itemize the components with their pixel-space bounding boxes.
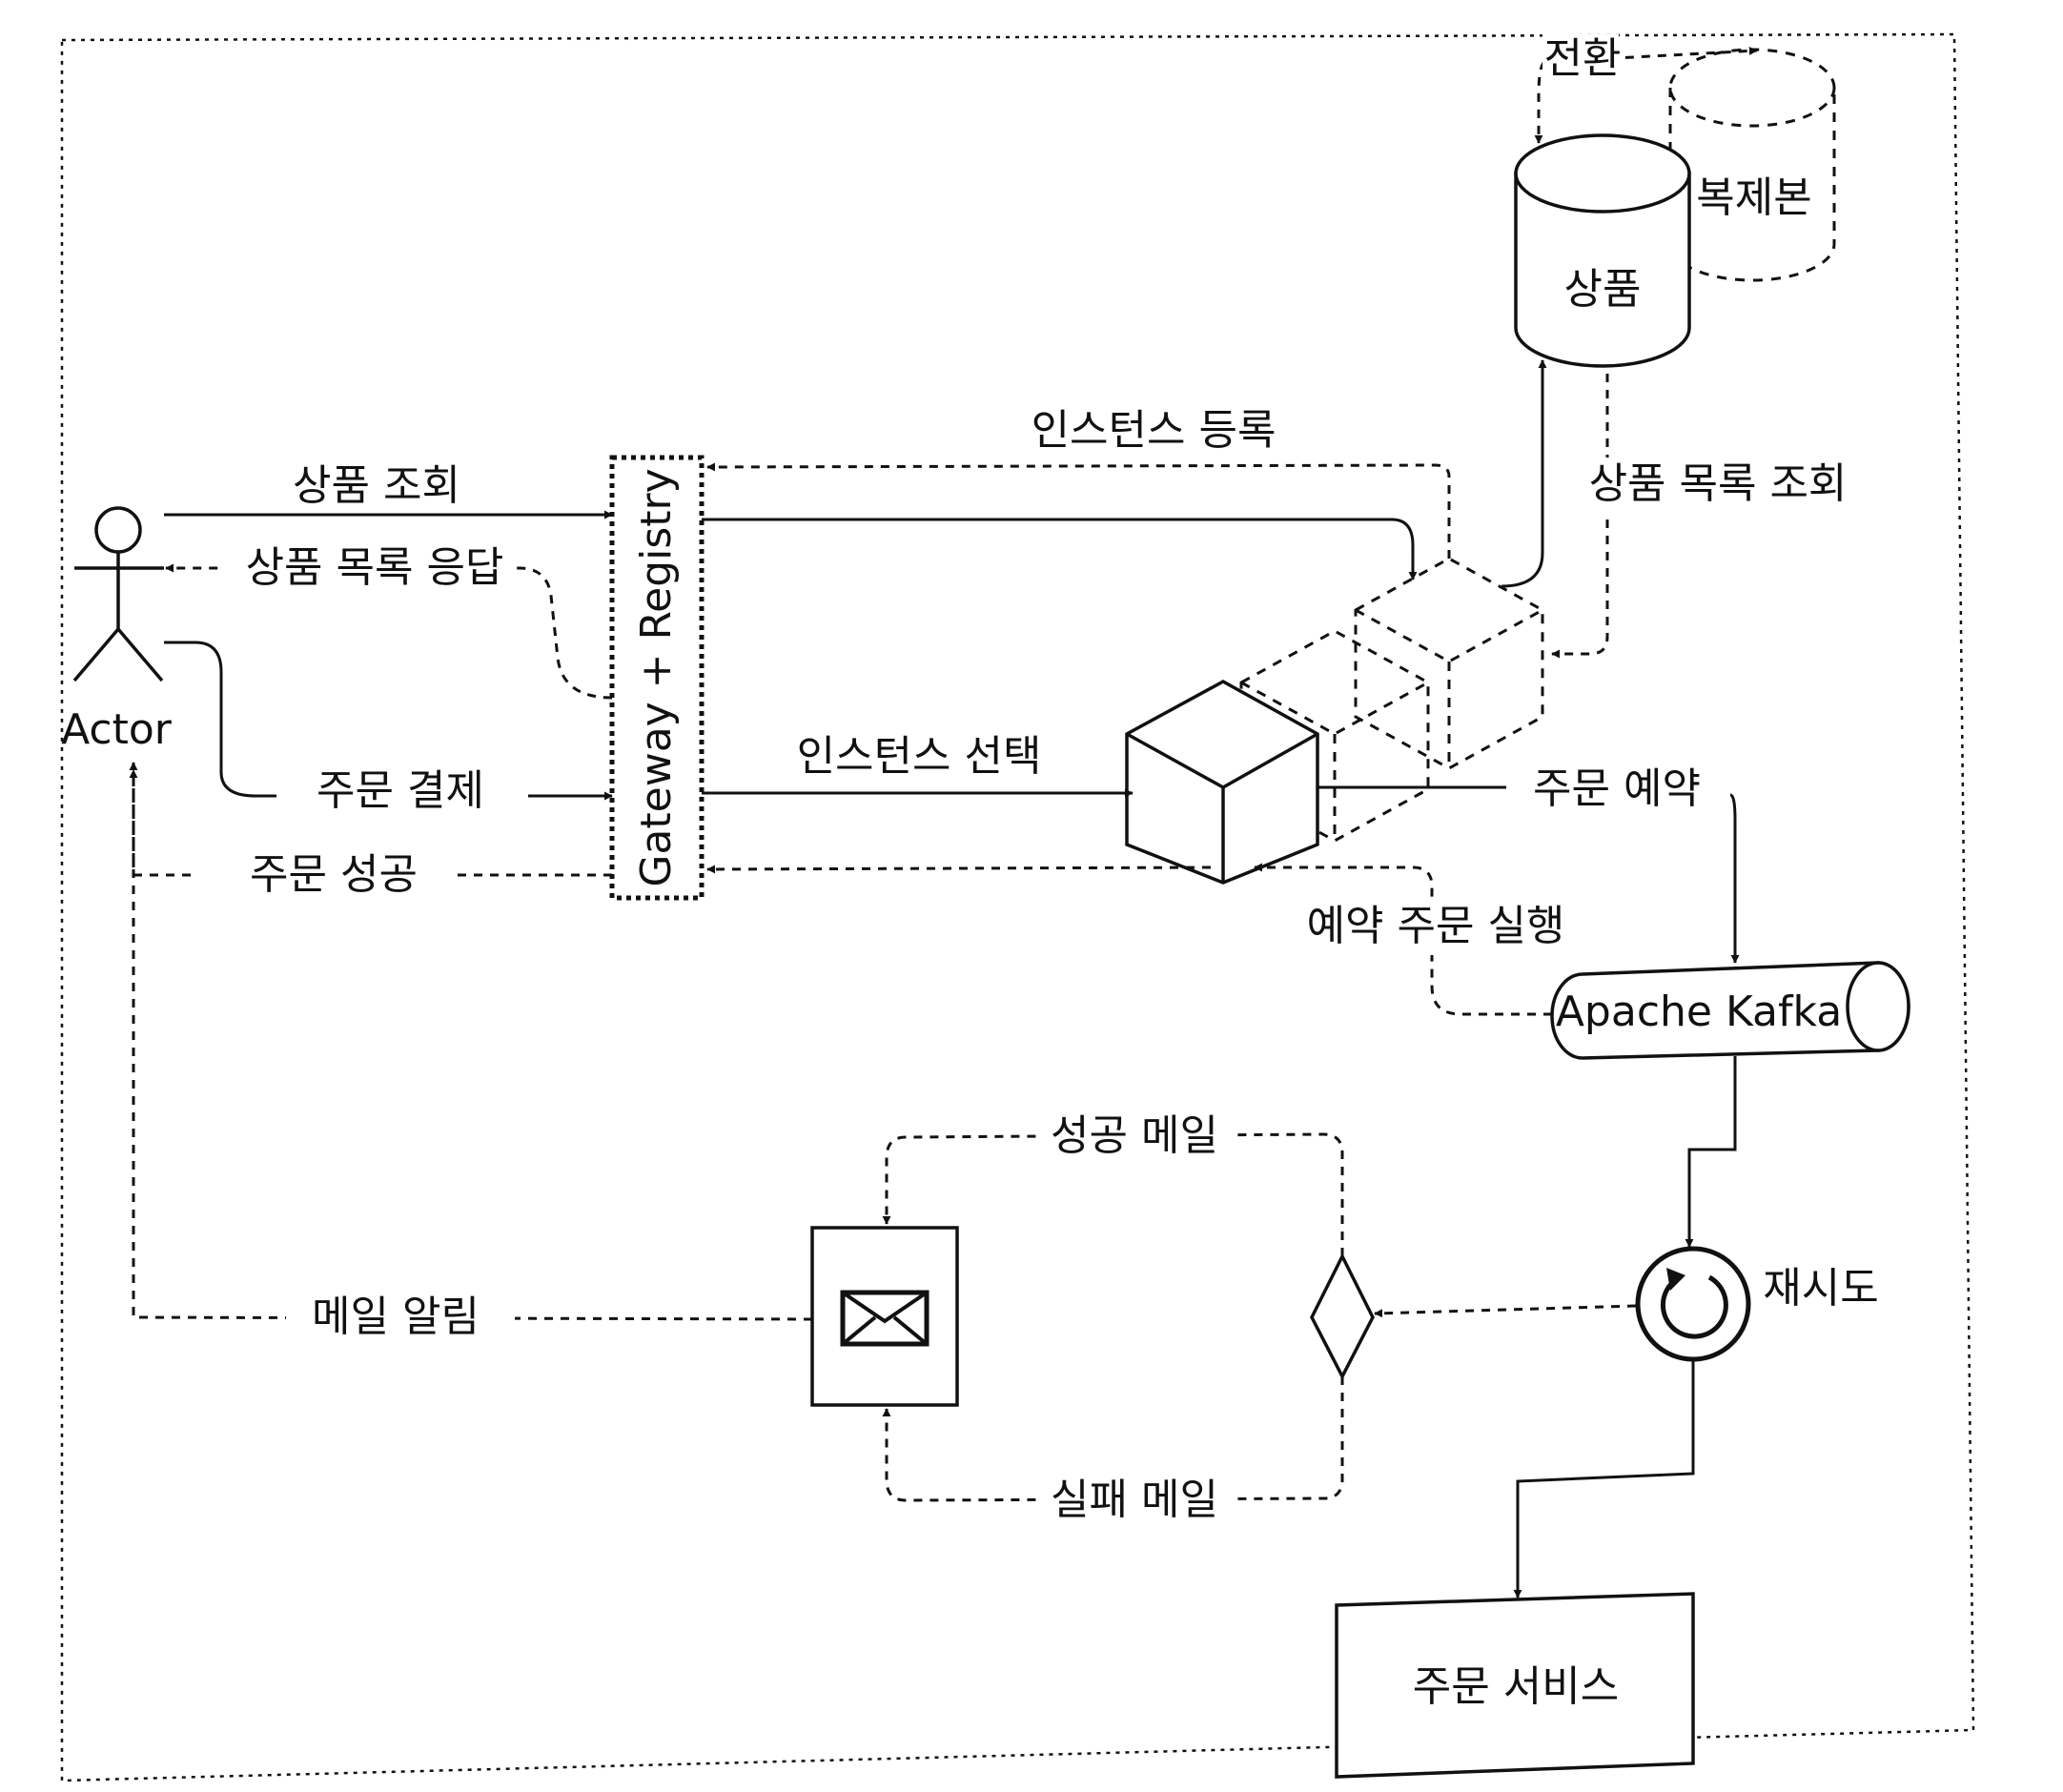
order-payment-label: 주문 결제 [317, 766, 484, 815]
order-reserve-label: 주문 예약 [1533, 764, 1701, 813]
order-service[interactable]: 주문 서비스 [1335, 1592, 1695, 1779]
edge-order-reserve [1317, 785, 1735, 963]
mail-notify-label: 메일 알림 [312, 1293, 480, 1341]
order-success-label: 주문 성공 [250, 850, 418, 899]
fail-mail-label: 실패 메일 [1051, 1476, 1218, 1524]
edge-order-payment [164, 641, 613, 801]
order-service-label: 주문 서비스 [1413, 1662, 1619, 1711]
product-query-label: 상품 조회 [293, 461, 460, 510]
gateway-registry[interactable]: Gateway + Registry [609, 455, 705, 901]
kafka-label: Apache Kafka [1556, 988, 1842, 1036]
edge-retry-to-order-service [1513, 1361, 1695, 1599]
edge-retry-to-decision [1374, 1304, 1637, 1318]
success-mail-label: 성공 메일 [1051, 1111, 1218, 1160]
switch-label: 전환 [1544, 34, 1622, 83]
outer-frame [60, 32, 1975, 1782]
product-list-response-label: 상품 목록 응답 [246, 543, 504, 592]
product-database[interactable]: 상품 [1514, 133, 1691, 368]
product-list-query-label: 상품 목록 조회 [1589, 459, 1848, 508]
replica-database[interactable]: 복제본 [1668, 48, 1836, 282]
instance-register-label: 인스턴스 등록 [1032, 406, 1277, 455]
retry-node[interactable]: 재시도 [1635, 1246, 1879, 1362]
kafka-queue[interactable]: Apache Kafka [1550, 961, 1910, 1060]
envelope-icon [840, 1290, 929, 1347]
mail-node[interactable] [810, 1226, 959, 1407]
decision-gateway[interactable] [1310, 1252, 1375, 1380]
edge-instance-to-product-db [1501, 359, 1547, 588]
instance-select-label: 인스턴스 선택 [797, 732, 1042, 781]
edge-instance-to-gateway [706, 865, 1212, 874]
edge-gateway-to-instance [702, 518, 1418, 580]
refresh-icon [1660, 1268, 1728, 1339]
edge-product-list-query [1551, 374, 1609, 659]
edge-reserved-order-exec [1254, 863, 1552, 1016]
edge-instance-register [706, 462, 1451, 559]
actor[interactable]: Actor [61, 506, 173, 754]
product-db-label: 상품 [1564, 265, 1642, 314]
replica-label: 복제본 [1696, 173, 1811, 222]
reserved-order-exec-label: 예약 주문 실행 [1307, 902, 1565, 950]
instance-cube-active[interactable] [1125, 680, 1319, 885]
retry-label: 재시도 [1763, 1264, 1878, 1313]
instance-cube-back[interactable] [1354, 557, 1544, 770]
gateway-label: Gateway + Registry [632, 468, 681, 886]
edge-kafka-to-retry [1685, 1056, 1737, 1248]
actor-label: Actor [61, 705, 173, 754]
